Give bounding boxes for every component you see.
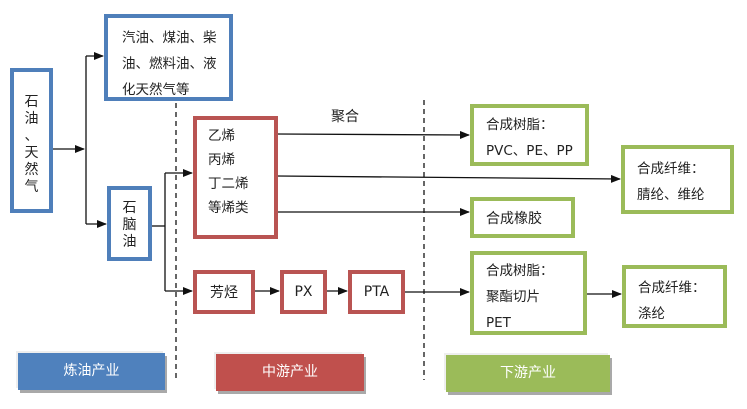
naphtha-char: 石 — [122, 200, 137, 216]
olefins-box: 乙烯 丙烯 丁二烯 等烯类 — [193, 116, 278, 239]
fuels-line: 油、燃料油、液 — [122, 56, 217, 72]
naphtha-char: 油 — [122, 234, 137, 250]
resin-pet-box: 合成树脂： 聚酯切片 PET — [470, 251, 587, 335]
fiber-polyester-line: 合成纤维： — [638, 280, 706, 296]
stage-label-text: 炼油产业 — [63, 363, 120, 379]
fiber-acrylic-line: 腈纶、维纶 — [637, 187, 705, 203]
source-oil-gas-box: 石 油 、 天 然 气 — [10, 68, 53, 213]
olefin-item: 等烯类 — [208, 200, 249, 216]
px-label: PX — [294, 284, 313, 300]
fuels-line: 汽油、煤油、柴 — [122, 30, 217, 46]
resin-pet-line: PET — [486, 315, 511, 331]
fiber-polyester-line: 涤纶 — [638, 306, 665, 322]
px-box: PX — [280, 270, 327, 314]
fiber-acrylic-line: 合成纤维： — [637, 161, 705, 177]
fiber-polyester-box: 合成纤维： 涤纶 — [622, 265, 727, 328]
stage-label-refining: 炼油产业 — [18, 353, 165, 390]
source-char: 、 — [24, 128, 39, 144]
aromatics-box: 芳烃 — [193, 270, 255, 314]
source-char: 石 — [24, 94, 39, 110]
olefin-item: 丁二烯 — [208, 176, 249, 192]
resin-pvc-line: 合成树脂： — [486, 117, 554, 133]
stage-label-midstream: 中游产业 — [216, 354, 364, 391]
source-char: 油 — [24, 111, 39, 127]
source-char: 气 — [24, 179, 39, 195]
stage-label-downstream: 下游产业 — [446, 355, 610, 392]
rubber-label: 合成橡胶 — [486, 210, 542, 227]
source-char: 然 — [24, 162, 39, 178]
fuels-line: 化天然气等 — [122, 82, 190, 98]
olefin-item: 丙烯 — [208, 152, 235, 168]
naphtha-box: 石 脑 油 — [107, 186, 152, 261]
pta-box: PTA — [348, 270, 405, 314]
naphtha-text: 石 脑 油 — [111, 200, 148, 251]
resin-pvc-box: 合成树脂： PVC、PE、PP — [470, 104, 589, 166]
olefin-item: 乙烯 — [208, 128, 235, 144]
source-char: 天 — [24, 145, 39, 161]
resin-pet-line: 聚酯切片 — [486, 289, 540, 305]
aromatics-label: 芳烃 — [210, 285, 238, 301]
naphtha-char: 脑 — [122, 217, 137, 233]
stage-label-text: 中游产业 — [262, 364, 318, 380]
stage-label-text: 下游产业 — [500, 365, 556, 381]
rubber-box: 合成橡胶 — [470, 197, 575, 238]
pta-label: PTA — [363, 284, 390, 300]
polymerization-label: 聚合 — [331, 109, 359, 125]
arrow-to-fiber-acrylic — [276, 174, 621, 183]
resin-pvc-line: PVC、PE、PP — [486, 143, 573, 159]
fuels-box: 汽油、煤油、柴 油、燃料油、液 化天然气等 — [104, 14, 233, 101]
fiber-acrylic-box: 合成纤维： 腈纶、维纶 — [621, 145, 734, 214]
resin-pet-line: 合成树脂： — [486, 263, 554, 279]
arrow-to-resin-pvc — [276, 130, 470, 139]
source-oil-gas-text: 石 油 、 天 然 气 — [14, 94, 49, 196]
